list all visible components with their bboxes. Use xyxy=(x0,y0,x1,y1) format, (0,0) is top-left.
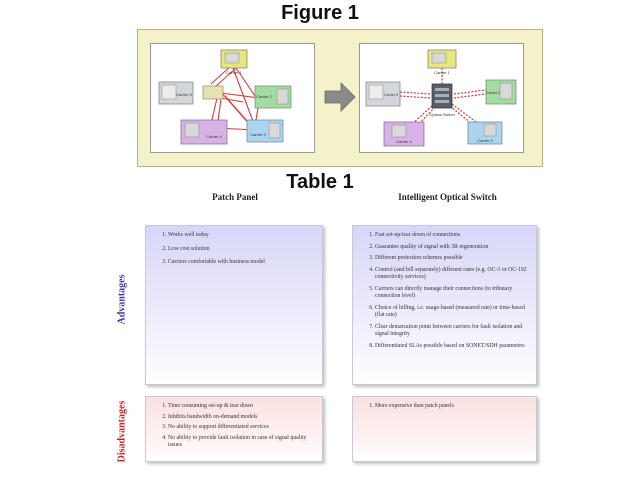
optical-switch-label: Optical Switch xyxy=(429,112,454,117)
column-header-patch-panel: Patch Panel xyxy=(212,192,258,202)
list-item: Different protection schemes possible xyxy=(375,255,528,263)
list-item: Choice of billing, i.e. usage-based (mea… xyxy=(375,305,528,320)
carrier-3-node: Carrier 3 xyxy=(467,121,503,145)
carrier-4-label: Carrier 4 xyxy=(396,139,412,144)
carrier-4-label: Carrier 4 xyxy=(206,134,222,139)
carrier-1-label: Carrier 1 xyxy=(226,70,242,75)
figure-title: Figure 1 xyxy=(281,2,359,24)
list-item: Control (and bill separately) different … xyxy=(375,267,528,282)
carrier-5-node: Carrier 5 xyxy=(365,81,401,107)
list-item: No ability to provide fault isolation in… xyxy=(168,435,314,450)
carrier-1-node: Carrier 1 xyxy=(427,49,457,75)
list-item: Low cost solution xyxy=(168,246,314,254)
carrier-3-label: Carrier 3 xyxy=(477,138,493,143)
list-item: Fast set-up/tear down of connections xyxy=(375,232,528,240)
optical-switch-node: Optical Switch xyxy=(429,83,455,117)
carrier-2-label: Carrier 2 xyxy=(486,91,500,95)
list-item: No ability to support differentiated ser… xyxy=(168,424,314,432)
figure-diagram: Carrier 1 Carrier 2 Carrier 3 Carrier 4 xyxy=(137,29,543,167)
carrier-3-node: Carrier 3 xyxy=(246,119,284,143)
carrier-2-label: Carrier 2 xyxy=(256,94,272,99)
list-item: Clear demarcation point between carriers… xyxy=(375,324,528,339)
list-item: More expensive than patch panels xyxy=(375,403,528,411)
table-title: Table 1 xyxy=(286,171,354,193)
patch-panel-advantages-cell: Works well today Low cost solution Carri… xyxy=(145,225,323,385)
patch-panel-diagram: Carrier 1 Carrier 2 Carrier 3 Carrier 4 xyxy=(150,43,315,153)
patch-panel-disadvantages-cell: Time consuming set-up & tear down Inhibi… xyxy=(145,396,323,462)
carrier-2-node: Carrier 2 xyxy=(485,79,517,105)
list-item: Time consuming set-up & tear down xyxy=(168,403,314,411)
list-item: Guarantee quality of signal with 3R rege… xyxy=(375,244,528,252)
carrier-1-node: Carrier 1 xyxy=(220,49,248,75)
column-header-optical-switch: Intelligent Optical Switch xyxy=(398,192,497,202)
row-label-disadvantages: Disadvantages xyxy=(116,400,128,463)
carrier-4-node: Carrier 4 xyxy=(383,121,425,147)
carrier-1-label: Carrier 1 xyxy=(434,70,450,75)
list-item: Carriers can directly manage their conne… xyxy=(375,286,528,301)
optical-switch-diagram: Optical Switch Carrier 1 Carrier 2 Carri… xyxy=(359,43,524,153)
row-label-advantages: Advantages xyxy=(116,274,128,325)
arrow-right-icon xyxy=(324,82,356,112)
list-item: Inhibits bandwidth on-demand models xyxy=(168,414,314,422)
carrier-2-node: Carrier 2 xyxy=(254,85,292,109)
list-item: Differentiated SLAs possible based on SO… xyxy=(375,343,528,351)
carrier-5-label: Carrier 5 xyxy=(384,93,398,97)
optical-switch-disadvantages-cell: More expensive than patch panels xyxy=(352,396,537,462)
carrier-5-node: Carrier 5 xyxy=(158,81,194,105)
carrier-5-label: Carrier 5 xyxy=(176,92,192,97)
carrier-3-label: Carrier 3 xyxy=(250,132,266,137)
optical-switch-advantages-cell: Fast set-up/tear down of connections Gua… xyxy=(352,225,537,385)
carrier-4-node: Carrier 4 xyxy=(180,119,228,145)
list-item: Carriers comfortable with business model xyxy=(168,259,314,267)
list-item: Works well today xyxy=(168,232,314,240)
